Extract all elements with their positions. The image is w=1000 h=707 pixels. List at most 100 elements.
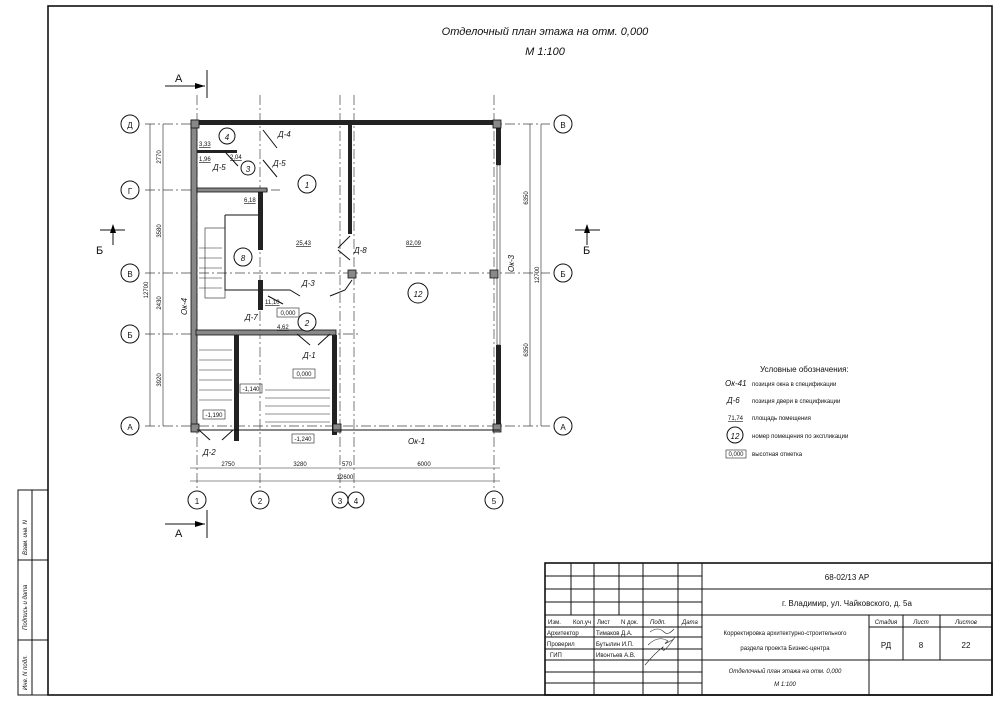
drawing-text: 570 [342, 462, 353, 468]
drawing-text: А [127, 423, 133, 432]
drawing-text: 3,33 [199, 142, 211, 148]
drawing-text: Дата [681, 620, 698, 626]
drawing-text: площадь помещения [752, 416, 811, 422]
drawing-text: Бутылин И.П. [596, 642, 634, 648]
drawing-text: -1,140 [242, 387, 260, 393]
dimension-lines: 12700 2770 3580 2430 3920 6350 6350 1270… [144, 124, 542, 482]
title-block: 68-02/13 АР г. Владимир, ул. Чайковского… [544, 562, 993, 696]
drawing-text: Д [127, 121, 133, 130]
section-marks: А А Б Б [96, 70, 600, 540]
room-number: 4 [218, 127, 236, 145]
axis-bubble-col: 4 [347, 491, 365, 509]
drawing-text: Д-6 [726, 396, 740, 405]
drawing-text: 82,09 [406, 241, 422, 247]
stamp-label: Взам. инв. N [23, 519, 29, 555]
drawing-text: 6350 [524, 191, 530, 205]
drawing-text: 12 [414, 290, 423, 299]
drawing-text: В [560, 121, 565, 130]
drawing-text: 12600 [337, 475, 354, 481]
axis-bubble-row: Г [120, 180, 140, 200]
drawing-text: Подп. [650, 620, 666, 626]
walls [190, 119, 502, 441]
drawing-text: 4 [225, 133, 230, 142]
drawing-text: -1,190 [205, 413, 223, 419]
sheets-total: 22 [962, 641, 971, 650]
drawing-text: Архитектор [547, 631, 579, 637]
drawing-text: 71,74 [728, 416, 744, 422]
drawing-text: Г [128, 187, 133, 196]
axis-bubble-col: 3 [331, 491, 349, 509]
stamp-label: Инв. N подл. [23, 655, 29, 690]
legend: Условные обозначения: Ок-41 позиция окна… [725, 365, 849, 459]
drawing-text: 6000 [417, 462, 431, 468]
drawing-text: N док. [621, 620, 638, 626]
drawing-text: 12700 [535, 266, 541, 283]
drawing-text: 3 [338, 497, 343, 506]
drawing-scale: М 1:100 [525, 46, 566, 58]
drawing-text: 25,43 [296, 241, 312, 247]
room-number: 12 [407, 282, 429, 304]
drawing-text: Д-3 [301, 279, 315, 288]
section-label: Б [96, 245, 103, 257]
drawing-text: Д-7 [244, 313, 258, 322]
drawing-text: Листов [954, 620, 977, 626]
room-numbers: 4 3 1 8 2 12 [218, 127, 429, 332]
drawing-text: 1 [195, 497, 200, 506]
drawing-text: Б [127, 331, 132, 340]
drawing-text: номер помещения по экспликации [752, 434, 848, 440]
axis-bubble-col: 1 [187, 490, 207, 510]
drawing-text: 0,000 [280, 311, 296, 317]
room-number: 3 [240, 160, 256, 176]
elevation-marks: 0,000 0,000 -1,140 -1,190 -1,240 [202, 307, 316, 444]
drawing-text: Стадия [875, 620, 898, 626]
room-number: 8 [233, 247, 253, 267]
room-number: 2 [297, 312, 317, 332]
drawing-text: 2750 [221, 462, 235, 468]
drawing-text: ГИП [550, 653, 562, 659]
drawing-text: Проверил [547, 642, 575, 648]
drawing-text: Д-5 [212, 163, 226, 172]
drawing-text: позиция окна в спецификации [752, 382, 836, 388]
drawing-text: Д-2 [202, 448, 216, 457]
drawing-text: А [560, 423, 566, 432]
sheet-scale: М 1:100 [774, 682, 796, 688]
address: г. Владимир, ул. Чайковского, д. 5а [782, 599, 912, 608]
drawing-text: 3 [246, 165, 251, 174]
drawing-text: 0,000 [296, 372, 312, 378]
drawing-text: 2430 [157, 296, 163, 310]
side-stamp: Взам. инв. N Подпись и дата Инв. N подл. [17, 489, 49, 696]
drawing-text: Тимаков Д.А. [596, 631, 633, 637]
axis-bubble-row: А [120, 416, 140, 436]
project-name: Корректировка архитектурно-строительного [724, 631, 848, 637]
drawing-text: 3580 [157, 224, 163, 238]
room-number: 1 [297, 174, 317, 194]
drawing-text: Кол.уч [573, 620, 591, 626]
document-code: 68-02/13 АР [825, 573, 869, 582]
drawing-text: Д-8 [353, 246, 367, 255]
axis-bubble-col: 2 [250, 490, 270, 510]
stage-value: РД [881, 641, 892, 650]
project-name: раздела проекта Бизнес-центра [740, 646, 830, 652]
room-areas: 3,33 1,96 2,04 6,18 25,43 82,09 11,10 4,… [199, 142, 422, 331]
drawing-text: 2770 [157, 150, 163, 164]
drawing-text: Ок-1 [408, 437, 425, 446]
sheet-title: Отделочный план этажа на отм. 0,000 [729, 668, 842, 675]
drawing-text: 3920 [157, 373, 163, 387]
drawing-text: 2 [304, 319, 310, 328]
drawing-text: Б [560, 270, 565, 279]
axis-bubble-row: Б [553, 263, 573, 283]
drawing-text: Ивонтьев А.В. [596, 653, 636, 659]
axis-bubbles: Д Г В Б А В Б А 1 2 3 4 5 [120, 114, 573, 510]
drawing-text: 2,04 [230, 155, 242, 161]
drawing-text: 1 [305, 181, 309, 190]
axis-bubble-row: В [553, 114, 573, 134]
section-label: А [175, 528, 183, 540]
stamp-label: Подпись и дата [23, 584, 29, 630]
drawing-text: Д-5 [272, 159, 286, 168]
drawing-text: высотная отметка [752, 452, 803, 458]
drawing-text: 6,18 [244, 198, 256, 204]
drawing-text: 2 [258, 497, 263, 506]
window-labels: Ок-4 Ок-3 Ок-1 [180, 254, 516, 446]
section-label: Б [583, 245, 590, 257]
